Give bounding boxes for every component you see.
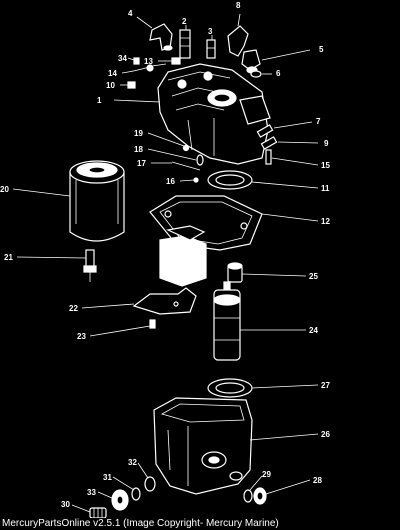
part-16-insulator-block[interactable] — [159, 225, 207, 287]
callout-20: 20 — [0, 185, 9, 194]
part-13-plug[interactable] — [171, 57, 181, 65]
part-7-bolt[interactable] — [256, 124, 274, 138]
callout-23: 23 — [77, 332, 86, 341]
part-16-pin[interactable] — [193, 177, 199, 183]
part-4-elbow-fitting[interactable] — [149, 23, 173, 51]
callout-3: 3 — [208, 27, 213, 36]
callout-33: 33 — [87, 488, 96, 497]
callout-9: 9 — [324, 139, 329, 148]
callout-18: 18 — [134, 145, 143, 154]
callout-labels: 1 2 3 4 5 6 7 8 9 10 11 12 13 14 15 16 1… — [0, 1, 330, 509]
callout-11: 11 — [321, 184, 330, 193]
part-29-washer[interactable] — [243, 489, 253, 503]
callout-21: 21 — [4, 253, 13, 262]
callout-22: 22 — [69, 304, 78, 313]
callout-14: 14 — [108, 69, 117, 78]
part-27-seal-ring[interactable] — [207, 378, 253, 398]
callout-26: 26 — [321, 430, 330, 439]
callout-28: 28 — [313, 476, 322, 485]
part-26-fuel-bowl[interactable] — [153, 397, 253, 495]
part-33-washer[interactable] — [111, 489, 129, 511]
callout-27: 27 — [321, 381, 330, 390]
part-20-fuel-filter[interactable] — [69, 160, 125, 242]
part-2-straight-fitting[interactable] — [179, 29, 191, 59]
part-25-pump-sleeve[interactable] — [227, 262, 243, 283]
callout-31: 31 — [103, 473, 112, 482]
callout-12: 12 — [321, 217, 330, 226]
callout-30: 30 — [61, 500, 70, 509]
callout-15: 15 — [321, 161, 330, 170]
part-10-plug[interactable] — [127, 81, 136, 89]
part-14-wire[interactable] — [127, 63, 167, 73]
callout-29: 29 — [262, 470, 271, 479]
part-11-seal-ring[interactable] — [207, 170, 253, 190]
callout-24: 24 — [309, 326, 318, 335]
callout-32: 32 — [128, 458, 137, 467]
part-28-drain-plug[interactable] — [253, 487, 267, 505]
callout-1: 1 — [97, 96, 102, 105]
part-17-pin[interactable] — [171, 161, 201, 171]
callout-16: 16 — [166, 177, 175, 186]
callout-17: 17 — [137, 159, 146, 168]
part-3-plug-fitting[interactable] — [206, 39, 216, 59]
callout-4: 4 — [128, 9, 133, 18]
leader-lines — [12, 13, 319, 513]
part-23-screw[interactable] — [149, 319, 156, 329]
part-34-screw[interactable] — [133, 57, 140, 65]
part-21-water-sensor[interactable] — [83, 249, 97, 282]
part-15-stud[interactable] — [265, 149, 272, 165]
callout-7: 7 — [316, 117, 321, 126]
part-30-plug[interactable] — [89, 507, 107, 519]
part-6-washer[interactable] — [250, 70, 262, 78]
part-24-fuel-pump[interactable] — [213, 281, 241, 361]
part-9-bolt[interactable] — [260, 136, 278, 150]
callout-2: 2 — [182, 17, 187, 26]
part-19-screw[interactable] — [182, 144, 190, 152]
callout-25: 25 — [309, 272, 318, 281]
part-5-fitting[interactable] — [241, 49, 261, 74]
callout-5: 5 — [319, 45, 324, 54]
callout-34: 34 — [118, 54, 127, 63]
part-31-washer[interactable] — [131, 487, 141, 501]
callout-19: 19 — [134, 129, 143, 138]
copyright-footer: MercuryPartsOnline v2.5.1 (Image Copyrig… — [0, 518, 400, 530]
callout-6: 6 — [276, 69, 281, 78]
part-8-elbow-fitting[interactable] — [227, 25, 249, 57]
part-1-filter-housing[interactable] — [157, 63, 271, 165]
callout-8: 8 — [236, 1, 241, 10]
part-22-bracket[interactable] — [132, 287, 197, 315]
callout-10: 10 — [106, 81, 115, 90]
callout-13: 13 — [144, 57, 153, 66]
part-32-fitting[interactable] — [144, 476, 156, 492]
part-18-seal[interactable] — [196, 154, 204, 166]
